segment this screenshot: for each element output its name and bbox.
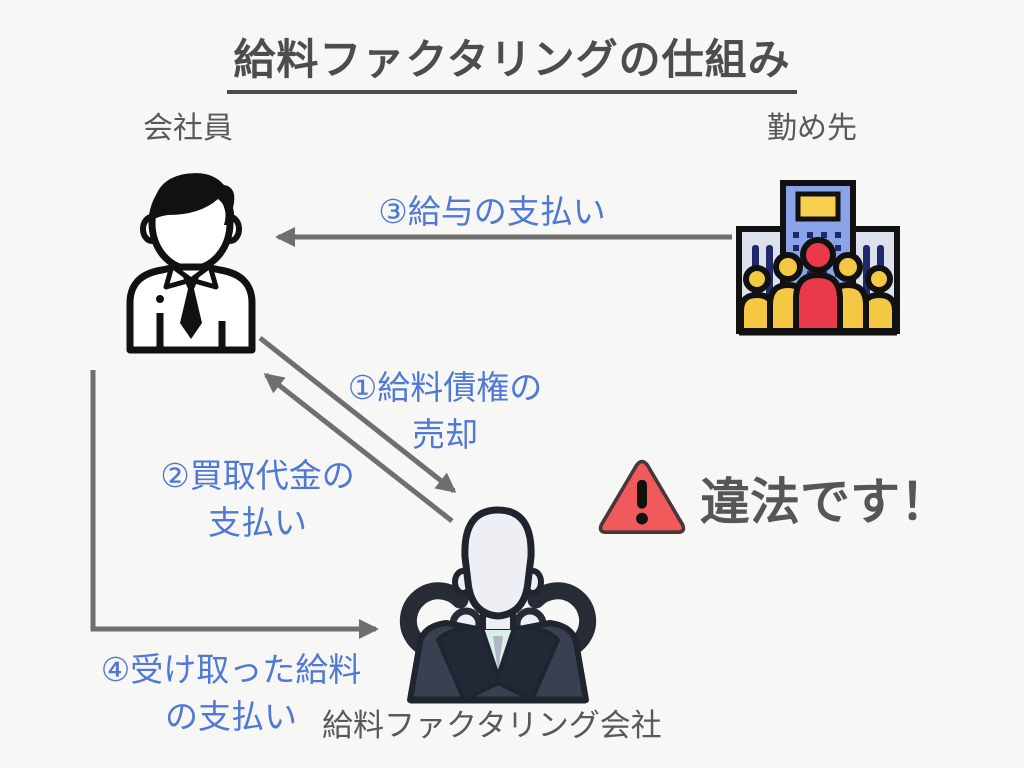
flow-label-purchase-payment-line1: ②買取代金の [160, 457, 355, 494]
employee-label: 会社員 [143, 112, 233, 145]
flow-label-repayment: ④受け取った給料 の支払い [70, 646, 392, 740]
flow-label-repayment-line2: の支払い [165, 698, 297, 735]
employer-label: 勤め先 [767, 112, 857, 145]
flow-label-sale-line2: 売却 [412, 416, 478, 453]
flow-label-purchase-payment: ②買取代金の 支払い [135, 452, 380, 546]
flow-label-sale: ①給料債権の 売却 [325, 364, 565, 458]
office-building-icon [730, 177, 906, 339]
title-wrap: 給料ファクタリングの仕組み [0, 26, 1024, 94]
warning-text: 違法です！ [700, 474, 950, 530]
warning-triangle-icon [596, 458, 688, 534]
businessman-icon [116, 162, 266, 354]
shady-broker-icon [398, 502, 598, 704]
flow-label-repayment-line1: ④受け取った給料 [100, 651, 362, 688]
flow-label-salary-payment: ③給与の支払い [352, 188, 632, 235]
flow-label-salary-payment-text: ③給与の支払い [378, 193, 606, 230]
factoring-company-label: 給料ファクタリング会社 [322, 708, 662, 743]
diagram-title: 給料ファクタリングの仕組み [227, 26, 797, 94]
flow-label-purchase-payment-line2: 支払い [208, 504, 307, 541]
flow-label-sale-line1: ①給料債権の [347, 369, 543, 406]
